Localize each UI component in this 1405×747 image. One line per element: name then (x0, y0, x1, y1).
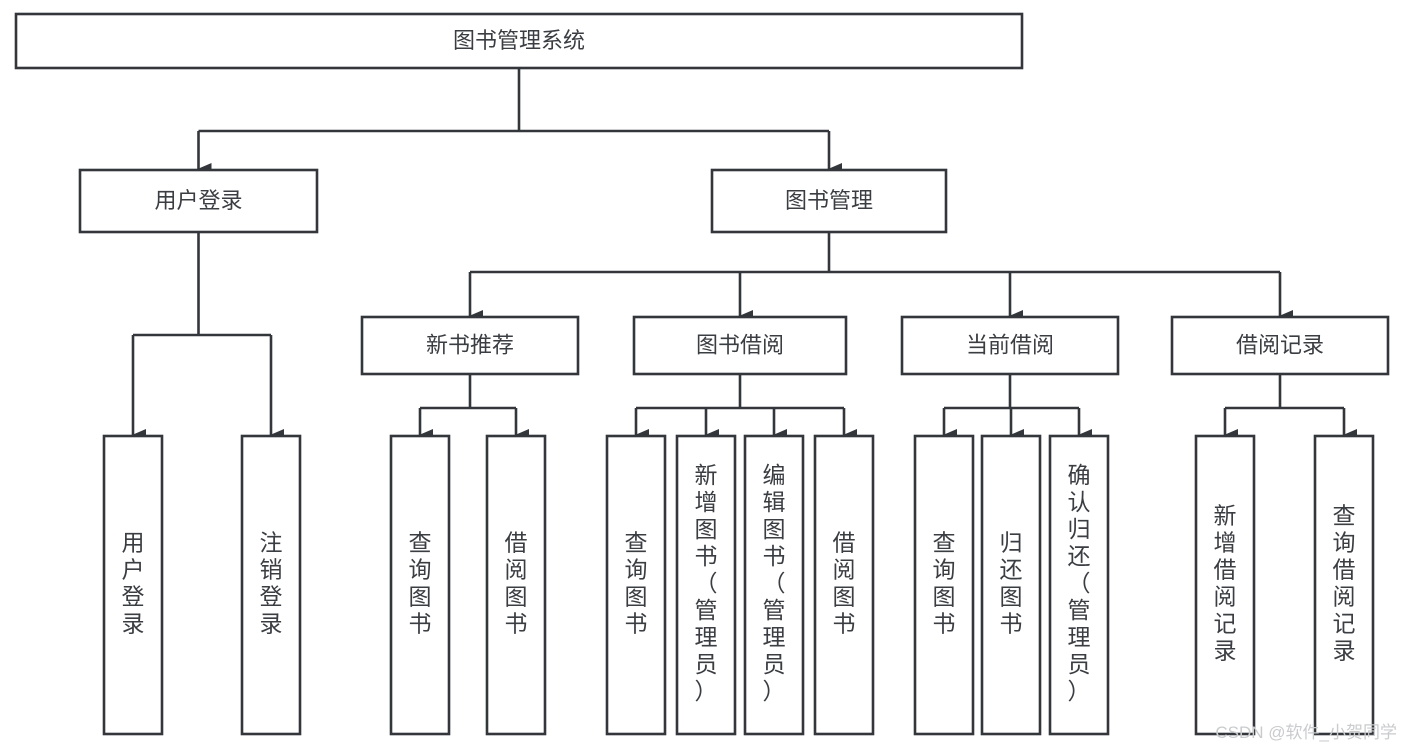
node-label-book-manage: 图书管理 (785, 188, 873, 213)
node-label-leaf-add-record: 新增借阅记录 (1214, 503, 1237, 664)
node-label-new-book-rec: 新书推荐 (426, 332, 514, 357)
node-box-leaf-return-book (980, 434, 1042, 736)
node-label-leaf-user-login: 用户登录 (122, 530, 145, 637)
watermark-label: CSDN @软件_小贺同学 (1215, 723, 1397, 742)
node-book-borrow[interactable]: 图书借阅 (632, 315, 848, 376)
node-leaf-borrow-book-1[interactable]: 借阅图书 (485, 434, 547, 736)
node-leaf-add-book[interactable]: 新增图书（管理员） (675, 434, 737, 736)
node-box-leaf-edit-book (743, 434, 805, 736)
node-leaf-query-book-2[interactable]: 查询图书 (605, 434, 667, 736)
node-label-leaf-query-record: 查询借阅记录 (1333, 503, 1356, 664)
node-borrow-record[interactable]: 借阅记录 (1170, 315, 1390, 376)
node-leaf-query-record[interactable]: 查询借阅记录 (1313, 434, 1375, 736)
node-leaf-borrow-book-2[interactable]: 借阅图书 (813, 434, 875, 736)
node-box-leaf-query-book-3 (913, 434, 975, 736)
node-box-new-book-rec (360, 315, 580, 376)
node-current-borrow[interactable]: 当前借阅 (900, 315, 1120, 376)
node-box-book-manage (710, 168, 948, 234)
node-box-leaf-add-book (675, 434, 737, 736)
node-label-current-borrow: 当前借阅 (966, 332, 1054, 357)
node-box-leaf-borrow-book-2 (813, 434, 875, 736)
node-label-user-login: 用户登录 (154, 188, 242, 213)
node-leaf-user-logout[interactable]: 注销登录 (240, 434, 302, 736)
node-leaf-user-login[interactable]: 用户登录 (102, 434, 164, 736)
node-box-user-login (78, 168, 319, 234)
node-layer: 图书管理系统用户登录图书管理新书推荐图书借阅当前借阅借阅记录用户登录注销登录查询… (14, 12, 1390, 736)
node-leaf-add-record[interactable]: 新增借阅记录 (1194, 434, 1256, 736)
node-new-book-rec[interactable]: 新书推荐 (360, 315, 580, 376)
node-user-login[interactable]: 用户登录 (78, 168, 319, 234)
node-box-leaf-query-book-1 (389, 434, 451, 736)
node-leaf-edit-book[interactable]: 编辑图书（管理员） (743, 434, 805, 736)
node-leaf-return-book[interactable]: 归还图书 (980, 434, 1042, 736)
node-box-leaf-confirm-return (1048, 434, 1110, 736)
node-leaf-confirm-return[interactable]: 确认归还（管理员） (1048, 434, 1110, 736)
node-box-current-borrow (900, 315, 1120, 376)
node-leaf-query-book-3[interactable]: 查询图书 (913, 434, 975, 736)
node-label-leaf-add-book: 新增图书（管理员） (695, 462, 718, 704)
node-box-leaf-borrow-book-1 (485, 434, 547, 736)
connector-layer (131, 68, 1357, 441)
node-label-leaf-borrow-book-2: 借阅图书 (833, 530, 856, 637)
node-label-leaf-confirm-return: 确认归还（管理员） (1068, 462, 1091, 704)
node-label-leaf-borrow-book-1: 借阅图书 (505, 530, 528, 637)
node-label-leaf-query-book-2: 查询图书 (625, 530, 648, 637)
node-box-leaf-query-book-2 (605, 434, 667, 736)
node-label-book-borrow: 图书借阅 (696, 332, 784, 357)
node-box-leaf-user-logout (240, 434, 302, 736)
node-label-borrow-record: 借阅记录 (1236, 332, 1324, 357)
node-leaf-query-book-1[interactable]: 查询图书 (389, 434, 451, 736)
node-book-manage[interactable]: 图书管理 (710, 168, 948, 234)
node-box-leaf-user-login (102, 434, 164, 736)
node-label-leaf-edit-book: 编辑图书（管理员） (763, 462, 786, 704)
node-label-root: 图书管理系统 (453, 28, 585, 53)
node-root[interactable]: 图书管理系统 (14, 12, 1024, 70)
node-box-leaf-add-record (1194, 434, 1256, 736)
node-label-leaf-query-book-3: 查询图书 (933, 530, 956, 637)
node-label-leaf-user-logout: 注销登录 (260, 530, 283, 637)
node-label-leaf-return-book: 归还图书 (1000, 530, 1023, 637)
node-box-leaf-query-record (1313, 434, 1375, 736)
node-box-book-borrow (632, 315, 848, 376)
node-label-leaf-query-book-1: 查询图书 (409, 530, 432, 637)
node-box-borrow-record (1170, 315, 1390, 376)
node-box-root (14, 12, 1024, 70)
